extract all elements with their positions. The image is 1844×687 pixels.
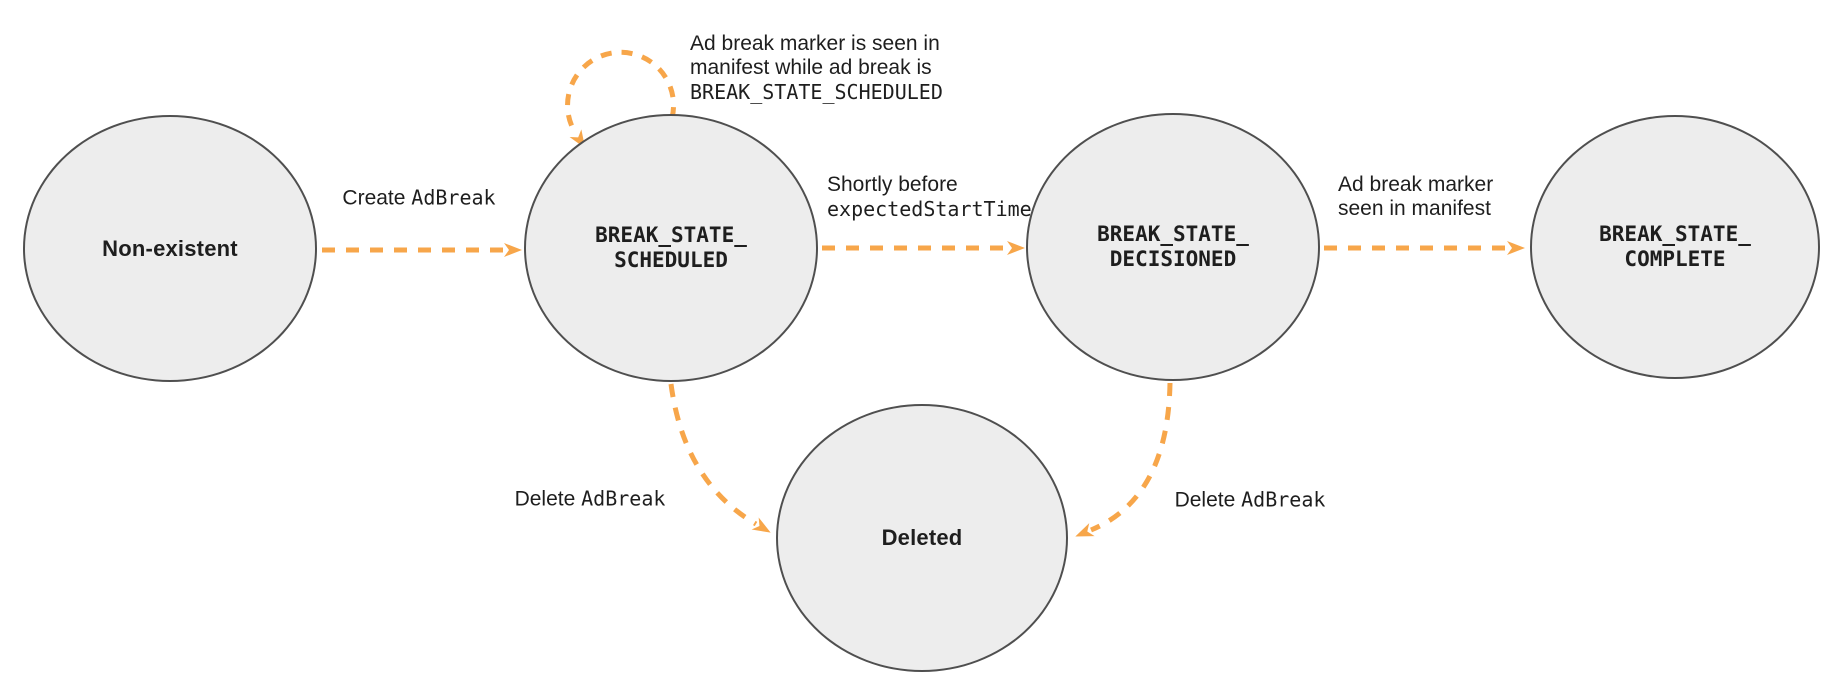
- state-label-line2: SCHEDULED: [614, 248, 728, 272]
- edge-label-shortly-before: Shortly before expectedStartTime: [827, 173, 1032, 221]
- edge-delete-from-scheduled-arrow: [668, 383, 771, 533]
- edge-label-delete-from-decisioned: Delete AdBreak: [1175, 488, 1326, 513]
- state-node-non-existent: Non-existent: [23, 115, 317, 382]
- state-label-line2: DECISIONED: [1109, 247, 1237, 271]
- state-node-break-state-complete: BREAK_STATE_ COMPLETE: [1530, 115, 1820, 379]
- edge-delete-from-decisioned-arrow: [1075, 382, 1173, 537]
- edge-label-marker-seen: Ad break marker seen in manifest: [1338, 173, 1493, 221]
- edge-label-text: Create: [342, 186, 412, 210]
- state-label-line1: BREAK_STATE_: [1097, 222, 1249, 246]
- edge-label-line1: Shortly before: [827, 173, 958, 196]
- edge-label-code: AdBreak: [411, 185, 496, 210]
- edge-label-line1: Ad break marker: [1338, 173, 1494, 196]
- edge-label-delete-from-scheduled: Delete AdBreak: [515, 487, 666, 512]
- edge-label-text: Delete: [1174, 488, 1242, 512]
- state-label-deleted: Deleted: [881, 525, 963, 550]
- edge-label-text: Delete: [514, 487, 582, 511]
- edge-label-line2: manifest while ad break is: [690, 56, 932, 79]
- edge-self-loop-scheduled-arrow: [565, 49, 677, 149]
- state-label-line1: BREAK_STATE_: [595, 223, 747, 247]
- state-label-non-existent: Non-existent: [102, 235, 238, 261]
- state-label-line2: COMPLETE: [1624, 247, 1726, 271]
- state-node-break-state-scheduled: BREAK_STATE_ SCHEDULED: [524, 114, 818, 382]
- edge-label-line1: Ad break marker is seen in: [690, 32, 940, 55]
- state-label-line1: BREAK_STATE_: [1599, 222, 1751, 246]
- edge-label-create-adbreak: Create AdBreak: [342, 186, 495, 211]
- edge-label-code: AdBreak: [1241, 487, 1326, 512]
- state-node-break-state-decisioned: BREAK_STATE_ DECISIONED: [1026, 113, 1320, 381]
- edge-label-self-loop: Ad break marker is seen in manifest whil…: [690, 32, 943, 104]
- state-node-deleted: Deleted: [776, 404, 1068, 672]
- edge-label-code: BREAK_STATE_SCHEDULED: [690, 80, 943, 104]
- edge-label-code: expectedStartTime: [827, 197, 1032, 221]
- edge-label-code: AdBreak: [581, 486, 666, 511]
- edge-label-line2: seen in manifest: [1338, 197, 1491, 220]
